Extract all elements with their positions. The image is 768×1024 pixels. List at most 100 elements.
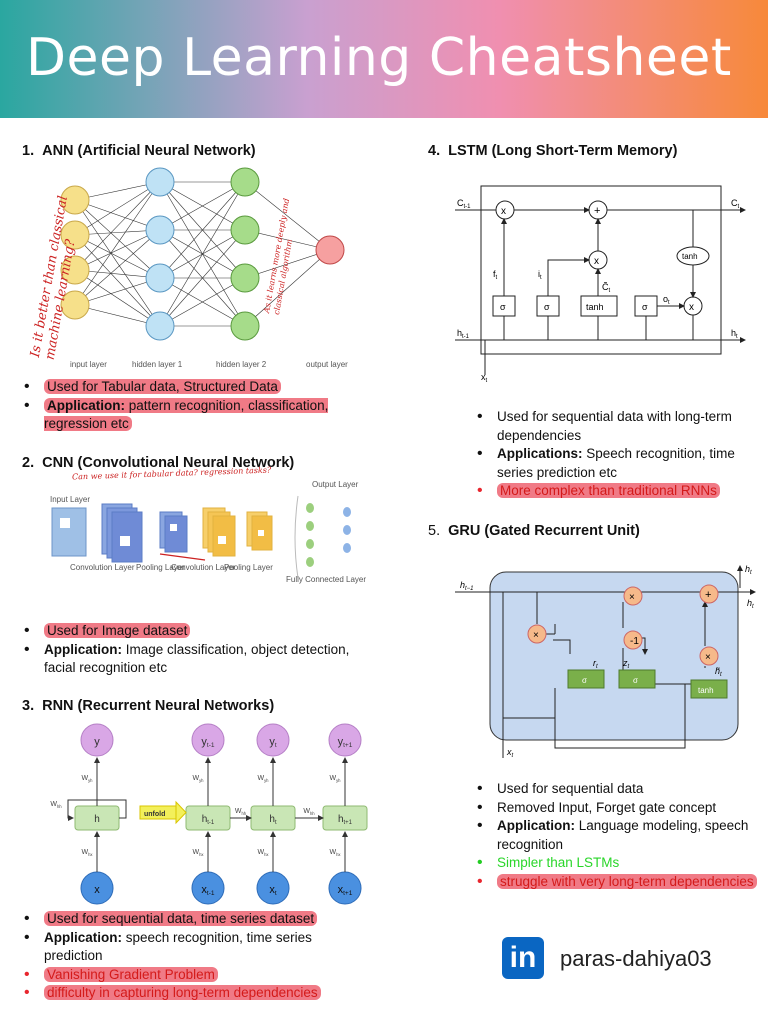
- svg-text:-1: -1: [630, 636, 639, 647]
- unfold-label: unfold: [144, 811, 165, 818]
- svg-text:ot: ot: [663, 294, 670, 306]
- ann-connection: [74, 234, 161, 279]
- list-item: Application: speech recognition, time se…: [22, 929, 362, 966]
- ann-neuron: [60, 255, 90, 285]
- svg-text:ht-1: ht-1: [457, 328, 470, 340]
- rnn-input-node: [191, 871, 225, 905]
- svg-text:x: x: [501, 206, 506, 217]
- list-item: More complex than traditional RNNs: [475, 482, 755, 501]
- ann-connection: [74, 181, 161, 306]
- svg-text:it: it: [538, 269, 542, 281]
- rnn-hidden-label: h: [94, 814, 100, 825]
- svg-text:σ: σ: [582, 676, 587, 685]
- list-item: Used for Image dataset: [22, 622, 362, 641]
- ann-bullets: Used for Tabular data, Structured Data A…: [22, 378, 352, 434]
- ann-connection: [74, 199, 161, 279]
- svg-text:ht: ht: [731, 328, 738, 340]
- svg-text:×: ×: [705, 652, 711, 663]
- svg-text:σ: σ: [642, 302, 648, 312]
- gru-heading: 5.GRU (Gated Recurrent Unit): [428, 523, 640, 539]
- svg-text:Ct: Ct: [731, 198, 740, 210]
- ann-neuron: [60, 220, 90, 250]
- ann-connection: [74, 234, 161, 327]
- list-item: Used for Tabular data, Structured Data: [22, 378, 352, 397]
- rnn-weight-whh: Whh: [50, 801, 62, 809]
- svg-text:tanh: tanh: [698, 686, 714, 695]
- linkedin-icon[interactable]: in: [502, 937, 544, 979]
- ann-connection: [74, 304, 161, 327]
- ann-label-hidden2: hidden layer 2: [216, 360, 267, 369]
- list-item: Applications: Speech recognition, time s…: [475, 445, 755, 482]
- cnn-label-pool1: Pooling Layer: [136, 563, 185, 572]
- svg-text:Ct-1: Ct-1: [457, 198, 471, 210]
- page-title: Deep Learning Cheatsheet: [26, 28, 732, 88]
- ann-connection: [74, 229, 161, 271]
- svg-text:xt: xt: [481, 372, 488, 384]
- ann-connection: [74, 181, 161, 236]
- ann-neuron: [60, 185, 90, 215]
- svg-text:xt: xt: [506, 747, 514, 759]
- rnn-input-label: xt: [269, 884, 277, 897]
- svg-text:tanh: tanh: [682, 252, 698, 261]
- rnn-heading: 3.RNN (Recurrent Neural Networks): [22, 698, 275, 714]
- list-item: Application: Language modeling, speech r…: [475, 817, 765, 854]
- ann-neuron: [315, 235, 345, 265]
- ann-connection: [244, 229, 331, 251]
- cnn-label-input: Input Layer: [50, 495, 90, 504]
- list-item: difficulty in capturing long-term depend…: [22, 984, 362, 1003]
- cnn-diagram: Input Layer Output Layer Convolution Lay…: [50, 480, 366, 584]
- ann-connection: [244, 249, 331, 279]
- ann-connection: [74, 181, 161, 271]
- ann-neuron: [230, 215, 260, 245]
- rnn-weight-whh: Whh: [235, 808, 247, 816]
- cnn-label-output: Output Layer: [312, 480, 359, 489]
- ann-label-hidden1: hidden layer 1: [132, 360, 183, 369]
- list-item: Removed Input, Forget gate concept: [475, 799, 765, 818]
- list-item: Application: pattern recognition, classi…: [22, 397, 352, 434]
- cnn-bullets: Used for Image dataset Application: Imag…: [22, 622, 362, 678]
- rnn-weight-wxh: Whx: [192, 849, 204, 857]
- rnn-weight-why: Wyh: [329, 775, 341, 783]
- rnn-output-label: yt: [269, 736, 277, 749]
- gru-diagram: × × -1 + × σ σ tanh ht−1 ht ht xt rt zt …: [455, 564, 756, 759]
- cnn-heading: 2.CNN (Convolutional Neural Network): [22, 455, 295, 471]
- svg-text:tanh: tanh: [586, 302, 604, 312]
- ann-connection: [159, 229, 246, 327]
- ann-connection: [74, 229, 161, 306]
- rnn-weight-why: Wyh: [192, 775, 204, 783]
- linkedin-username[interactable]: paras-dahiya03: [560, 946, 712, 971]
- list-item: struggle with very long-term dependencie…: [475, 873, 765, 892]
- ann-neuron: [230, 167, 260, 197]
- svg-text:ht: ht: [745, 564, 752, 576]
- ann-neuron: [60, 290, 90, 320]
- ann-neuron: [145, 167, 175, 197]
- ann-neuron: [230, 263, 260, 293]
- ann-connection: [74, 199, 161, 327]
- ann-connection: [159, 181, 246, 279]
- svg-text:×: ×: [533, 630, 539, 641]
- list-item: Used for sequential data with long-term …: [475, 408, 755, 445]
- ann-label-input: input layer: [70, 360, 107, 369]
- svg-text:x: x: [689, 302, 694, 313]
- svg-text:x: x: [594, 256, 599, 267]
- cnn-label-conv1: Convolution Layer: [70, 563, 135, 572]
- rnn-output-node: [328, 723, 362, 757]
- ann-connection: [244, 249, 331, 327]
- ann-connection: [159, 277, 246, 327]
- ann-label-output: output layer: [306, 360, 348, 369]
- svg-text:×: ×: [629, 592, 635, 603]
- rnn-weight-why: Wyh: [81, 775, 93, 783]
- list-item: Vanishing Gradient Problem: [22, 966, 362, 985]
- rnn-weight-wxh: Whx: [257, 849, 269, 857]
- rnn-weight-why: Wyh: [257, 775, 269, 783]
- rnn-output-label: y: [94, 736, 100, 748]
- rnn-input-label: x: [94, 884, 100, 896]
- svg-text:σ: σ: [633, 676, 638, 685]
- ann-connection: [159, 181, 246, 231]
- rnn-loop: [67, 799, 127, 821]
- svg-text:C̃t: C̃t: [602, 282, 611, 294]
- rnn-bullets: Used for sequential data, time series da…: [22, 910, 362, 1003]
- rnn-output-node: [191, 723, 225, 757]
- ann-connection: [74, 269, 161, 327]
- rnn-output-node: [80, 723, 114, 757]
